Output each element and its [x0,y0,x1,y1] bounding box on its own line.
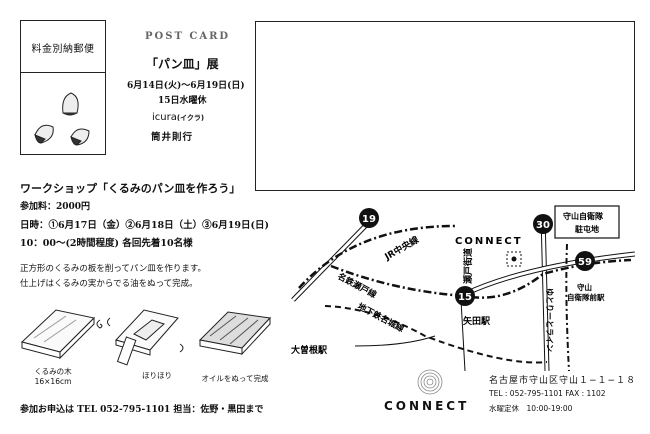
jr-line [298,224,456,289]
svg-text:30: 30 [536,220,550,231]
workshop-dates: 日時：①6月17日（金）②6月18日（土）③6月19日(日) [20,220,269,231]
postcard-heading: POST CARD [145,31,231,42]
connect-logo-text: CONNECT [384,399,470,413]
brand-logo: icura [152,112,177,123]
jieitai-label-2: 駐屯地 [575,224,599,234]
address-box [255,21,635,191]
route-59-shield: 59 [575,251,595,271]
author-name: 筒井則行 [151,132,194,143]
stamp-label: 料金別納郵便 [31,44,95,55]
subway-label: 地下鉄名城線 [356,301,407,335]
jieitai-box [554,205,620,239]
brand-kana: (イクラ) [176,114,205,122]
workshop-fee: 参加料：2000円 [20,202,91,212]
jieitai-label-1: 守山自衛隊 [563,211,604,221]
exhibition-title: 「パン皿」展 [146,57,219,71]
workshop-illustrations [21,309,272,366]
ozone-station-label: 大曽根駅 [291,344,328,356]
subway-line [324,305,548,364]
caption-oil-finish: オイルをぬって完成 [201,374,269,383]
caption-carving: ほりほり [142,371,172,380]
svg-text:59: 59 [578,257,592,268]
exhibition-closed-day: 15日水曜休 [158,96,207,106]
route-15-shield: 15 [455,286,475,306]
workshop-time: 10：00〜(2時間程度) 各回先着10名様 [20,238,193,249]
connect-address: 名古屋市守山区守山１−１−１８ [489,376,637,386]
stamp-divider [21,72,105,73]
workshop-description-line2: 仕上げはくるみの実からでる油をぬって完成。 [20,279,198,289]
workshop-title: ワークショップ「くるみのパン皿を作ろう」 [20,182,241,195]
svg-text:15: 15 [458,292,472,303]
jieitai-mae-label-1: 守山 [577,282,592,292]
workshop-description-line1: 正方形のくるみの板を削ってパン皿を作ります。 [20,264,206,274]
application-contact: 参加お申込は TEL 052-795-1101 担当：佐野・黒田まで [20,405,264,415]
caption-board-line1: くるみの木 [34,367,72,376]
jieitai-mae-label-2: 自衛隊前駅 [567,292,605,302]
carving-illustration [107,309,184,366]
jr-line-label: JR中央線 [382,234,421,264]
svg-text:19: 19 [362,214,376,225]
walnut-board-illustration [21,309,96,360]
route-19-shield: 19 [359,208,379,228]
exhibition-dates: 6月14日(火)〜6月19日(日) [127,81,245,91]
connect-phone: TEL : 052-795-1101 FAX : 1102 [489,389,606,398]
map-connect-label: CONNECT [455,236,523,247]
seto-kaido-label: 瀬戸街道 [462,248,474,284]
oiled-plate-illustration [198,311,272,356]
caption-board-line2: 16×16cm [34,377,72,386]
connect-marker [506,251,522,267]
stamp-box: 料金別納郵便 [20,20,106,155]
caption-walnut-board: くるみの木 16×16cm [18,366,88,386]
brand-name: icura(イクラ) [152,112,204,123]
yutori-line [565,243,570,371]
connect-hours: 水曜定休 10:00-19:00 [489,404,573,413]
yada-station-label: 矢田駅 [463,315,491,327]
access-map: 19 30 59 15 JR中央線 名鉄瀬戸線 地下鉄名城線 CONNECT 瀬… [291,205,635,371]
route-30-shield: 30 [533,214,553,234]
chestnut-illustration [34,92,90,146]
connect-logo-icon [417,369,443,395]
yutori-label: ゆとりーとライン [545,288,554,352]
